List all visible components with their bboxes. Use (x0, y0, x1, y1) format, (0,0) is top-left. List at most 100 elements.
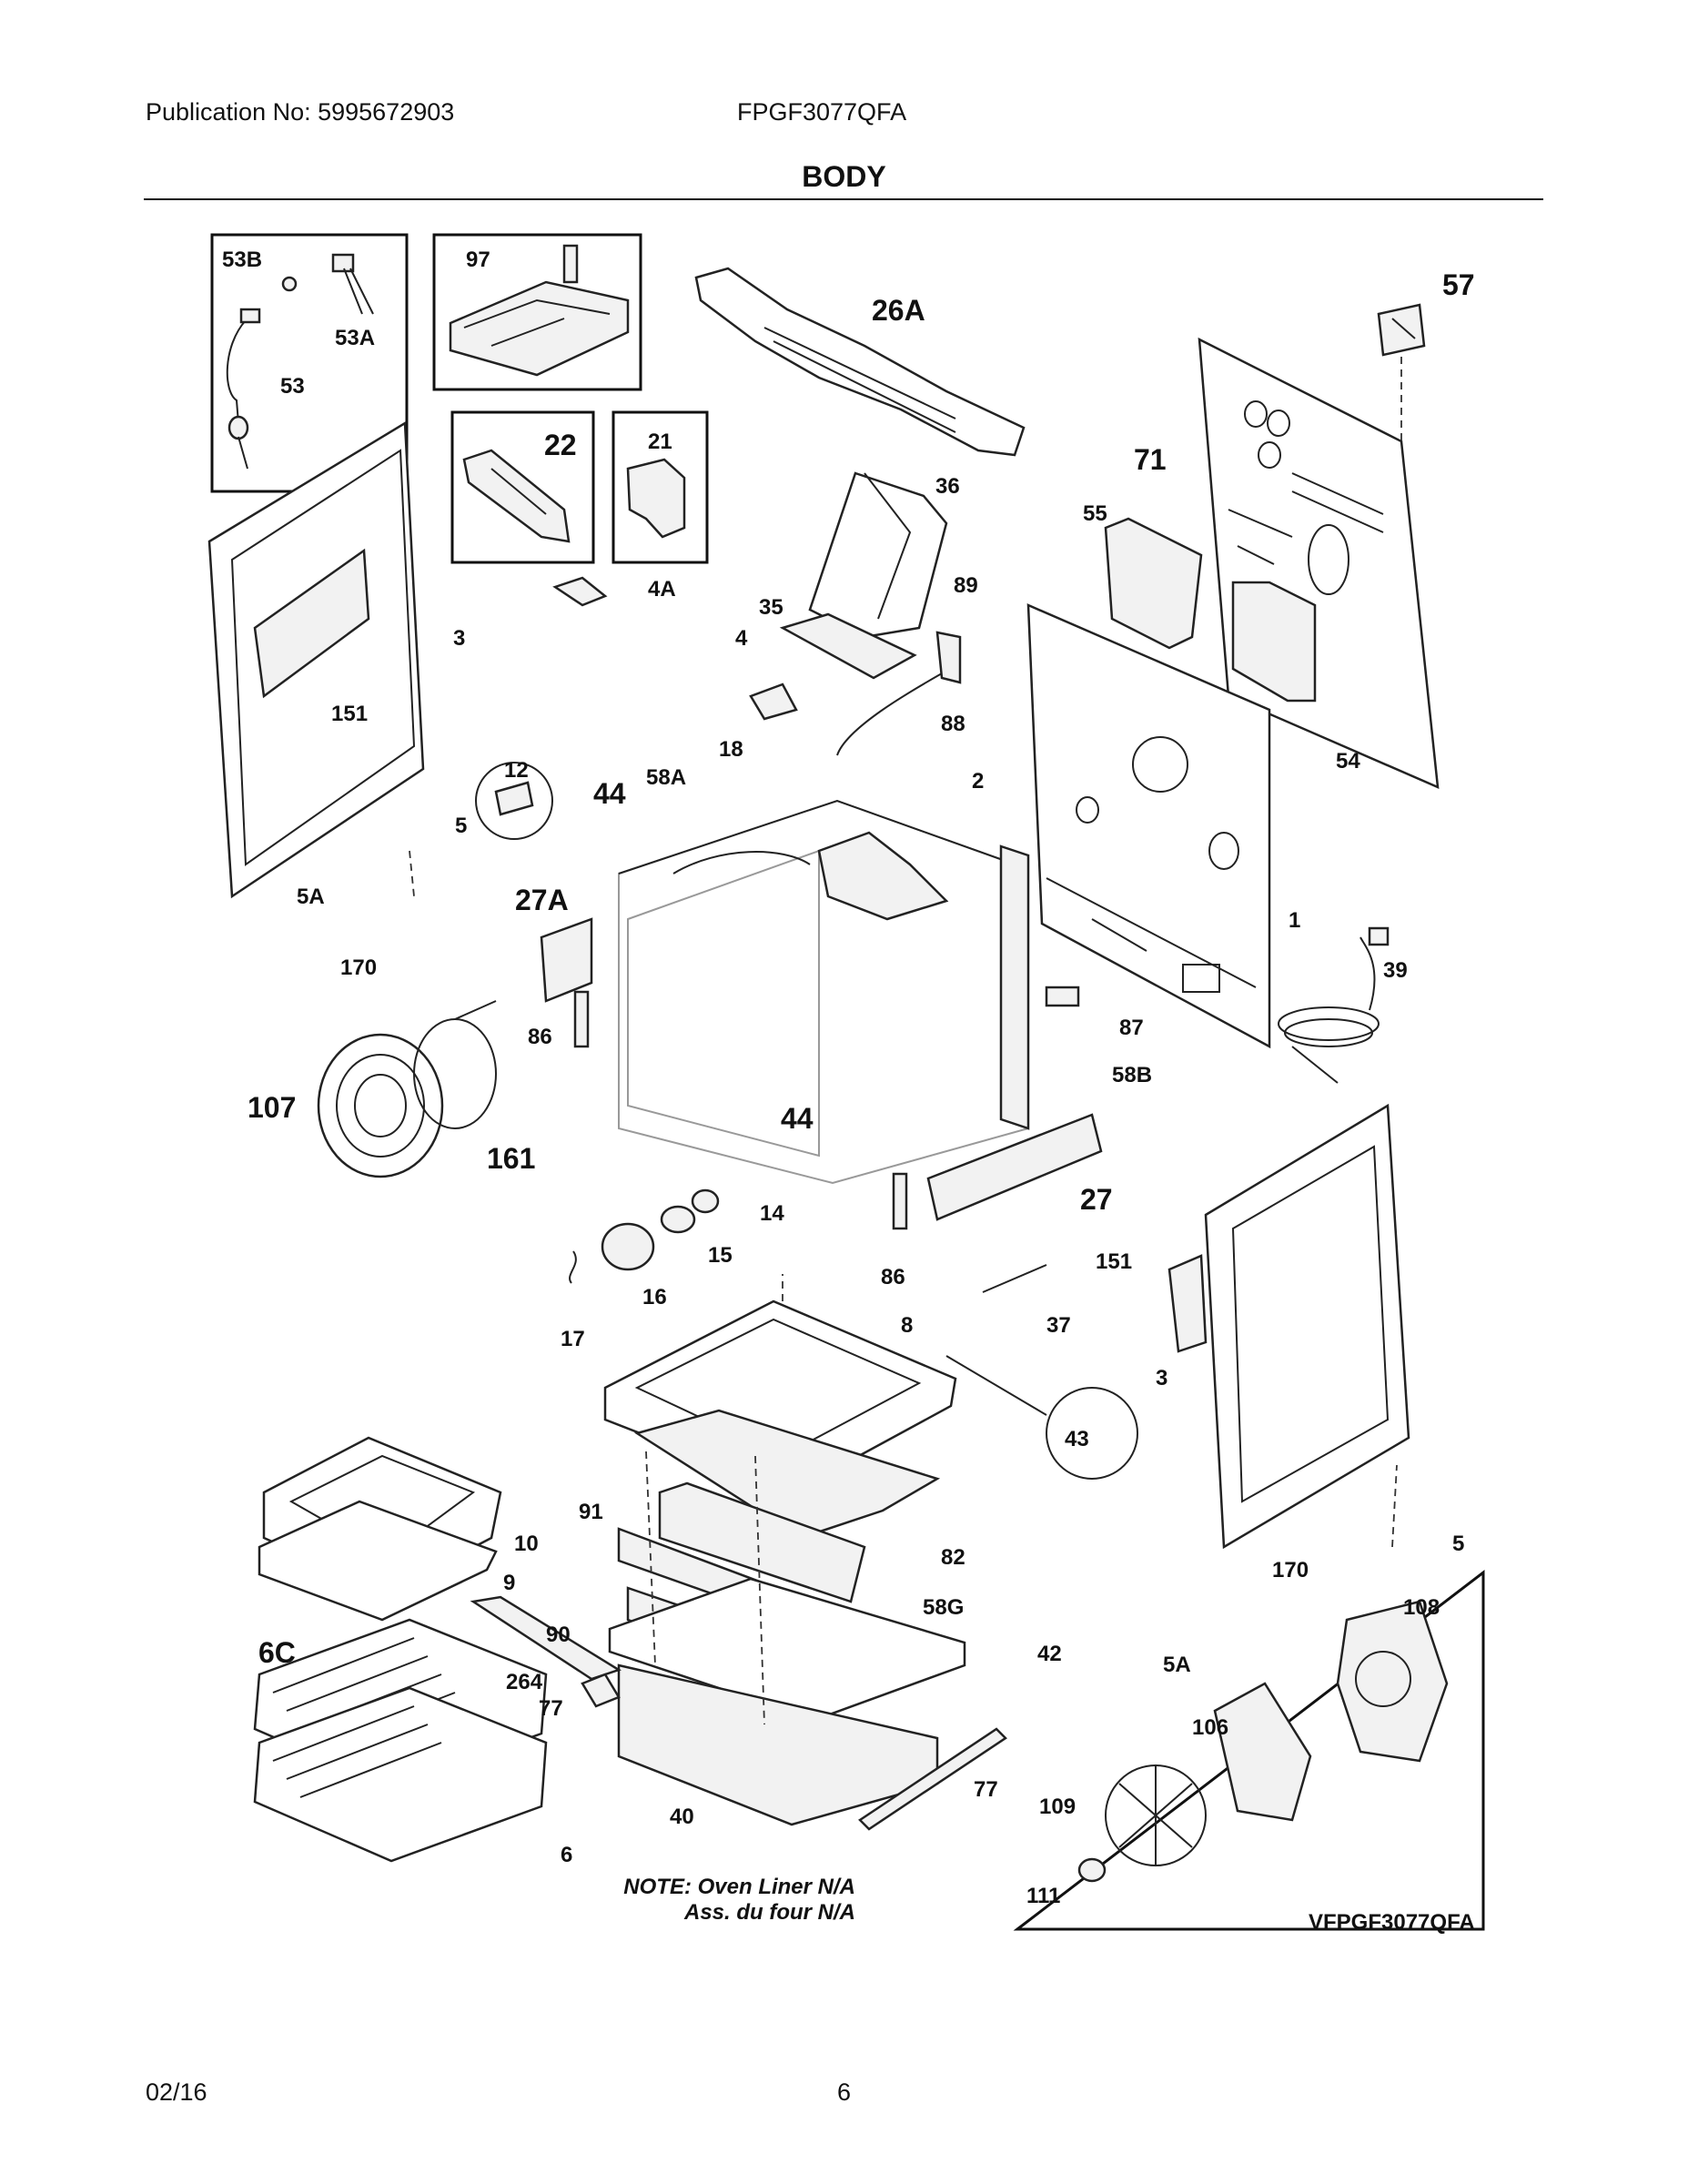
part-power-cord (1278, 926, 1390, 1084)
part-fan-bracket-106 (1213, 1682, 1312, 1822)
label-22: 22 (544, 429, 577, 461)
drawing-code: VFPGF3077QFA (1309, 1910, 1475, 1935)
part-right-bracket-151 (1167, 1254, 1208, 1353)
label-87: 87 (1119, 1016, 1144, 1040)
label-54: 54 (1336, 749, 1360, 774)
note-oven-liner: NOTE: Oven Liner N/A (623, 1875, 855, 1899)
label-5-right: 5 (1452, 1532, 1465, 1556)
label-55: 55 (1083, 501, 1107, 526)
label-26a: 26A (872, 294, 925, 327)
label-88: 88 (941, 712, 965, 736)
label-77-left: 77 (539, 1696, 563, 1721)
part-bracket-27 (926, 1113, 1103, 1221)
publication-number: Publication No: 5995672903 (146, 98, 455, 126)
part-right-side-panel (1204, 1103, 1410, 1550)
label-10: 10 (514, 1532, 539, 1556)
label-44-top: 44 (593, 777, 626, 810)
label-3-left: 3 (453, 626, 466, 651)
label-39: 39 (1383, 958, 1408, 983)
part-screw-detail (1046, 1387, 1138, 1480)
label-36: 36 (935, 474, 960, 499)
label-97: 97 (466, 248, 490, 272)
part-broil-pan (258, 1436, 502, 1622)
part-left-side-panel (207, 420, 425, 899)
label-86-left: 86 (528, 1025, 552, 1049)
label-161: 161 (487, 1142, 536, 1175)
part-fan-motor (1336, 1600, 1449, 1763)
label-107: 107 (248, 1091, 297, 1124)
label-1: 1 (1289, 908, 1301, 933)
label-4: 4 (735, 626, 748, 651)
part-drawer-40 (617, 1663, 939, 1826)
part-oven-cavity (618, 799, 1030, 1185)
label-57: 57 (1442, 268, 1475, 301)
label-35: 35 (759, 595, 783, 620)
label-15: 15 (708, 1243, 733, 1268)
label-58b: 58B (1112, 1063, 1153, 1087)
label-53: 53 (280, 374, 305, 399)
label-170-left: 170 (340, 956, 378, 980)
part-clip-4 (749, 682, 798, 721)
label-3-right: 3 (1156, 1366, 1168, 1390)
page-title: BODY (802, 160, 886, 193)
part-igniter-detail (475, 762, 553, 840)
label-44-bottom: 44 (781, 1102, 814, 1135)
part-fan-gasket (413, 1000, 497, 1129)
label-53a: 53A (335, 326, 376, 350)
label-6: 6 (561, 1843, 573, 1867)
label-21: 21 (648, 430, 672, 454)
label-111: 111 (1026, 1884, 1061, 1908)
label-89: 89 (954, 573, 978, 598)
part-slide-77-left (581, 1673, 621, 1708)
label-108: 108 (1403, 1595, 1440, 1620)
part-rail-264 (470, 1595, 622, 1681)
label-6c: 6C (258, 1636, 296, 1669)
label-53b: 53B (222, 248, 263, 272)
label-77-right: 77 (974, 1777, 998, 1802)
label-37: 37 (1046, 1313, 1071, 1338)
label-8: 8 (901, 1313, 914, 1338)
label-109: 109 (1039, 1795, 1076, 1819)
part-oven-lamp (569, 1188, 720, 1284)
label-82: 82 (941, 1545, 965, 1570)
part-rear-frame (1026, 603, 1271, 1049)
label-5a-left: 5A (297, 885, 325, 909)
part-bracket (462, 449, 571, 543)
label-86-right: 86 (881, 1265, 905, 1289)
part-slide-77-right (858, 1727, 1007, 1831)
inset-box-clip (612, 410, 709, 564)
inset-box-control-board (432, 233, 642, 391)
part-clip-4a (552, 576, 608, 607)
label-27a: 27A (515, 884, 569, 916)
part-control-board (449, 244, 630, 377)
inset-box-bracket (450, 410, 595, 564)
label-106: 106 (1192, 1715, 1229, 1740)
note-oven-liner-french: Ass. du four N/A (683, 1900, 855, 1925)
part-fan-cover (317, 1033, 444, 1178)
label-4a: 4A (648, 577, 676, 602)
label-58a: 58A (646, 765, 687, 790)
part-tray-42 (608, 1577, 966, 1722)
label-91: 91 (579, 1500, 603, 1524)
part-vent-duct (779, 471, 962, 756)
part-rear-bracket (1231, 581, 1317, 703)
label-18: 18 (719, 737, 743, 762)
label-14: 14 (760, 1201, 784, 1226)
part-vent-cover (1377, 303, 1426, 441)
part-bracket-86-right (892, 1172, 908, 1230)
label-5a-right: 5A (1163, 1653, 1191, 1677)
label-71: 71 (1134, 443, 1167, 476)
model-number: FPGF3077QFA (737, 98, 907, 126)
label-16: 16 (642, 1285, 667, 1309)
part-fan-blade-109 (1105, 1764, 1207, 1866)
part-burner-58g (658, 1481, 866, 1603)
label-90: 90 (546, 1623, 571, 1647)
part-connector-87 (1045, 986, 1080, 1007)
label-42: 42 (1037, 1642, 1062, 1666)
label-151-right: 151 (1096, 1249, 1133, 1274)
label-9: 9 (503, 1571, 516, 1595)
part-sensor (226, 253, 374, 470)
part-bracket-27a (540, 917, 593, 1003)
label-27: 27 (1080, 1183, 1113, 1216)
